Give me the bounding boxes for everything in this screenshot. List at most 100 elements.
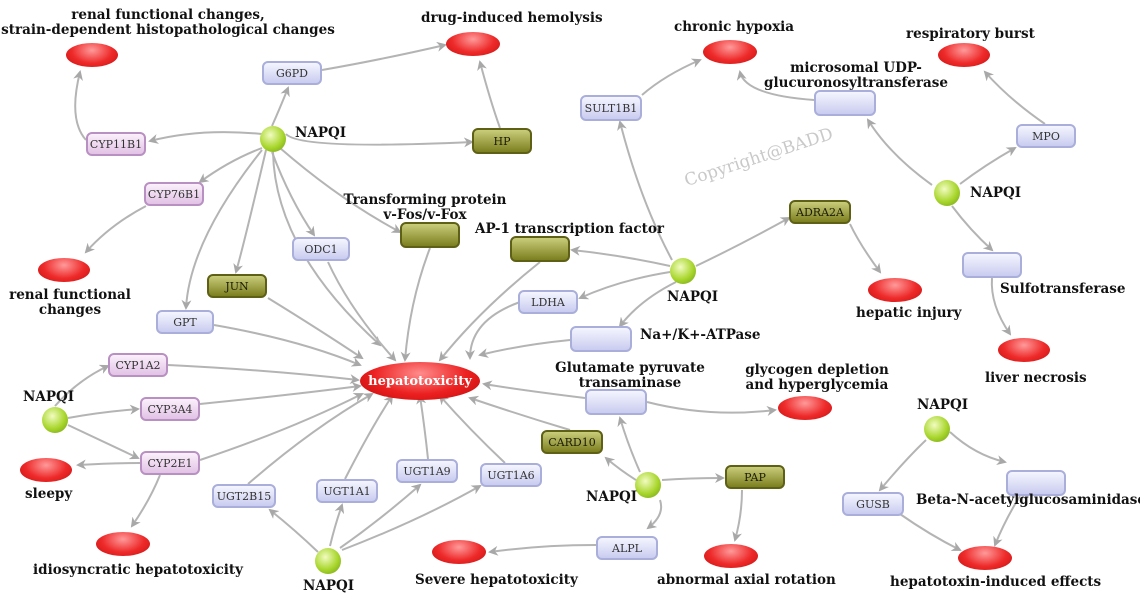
connector-arrow <box>76 459 141 470</box>
label-renal-strain: renal functional changes, strain-depende… <box>1 8 335 38</box>
phenotype-abnormal-axial <box>704 544 758 568</box>
napqi-label-4: NAPQI <box>23 389 75 405</box>
napqi-label-2: NAPQI <box>667 289 719 305</box>
phenotype-sleepy <box>20 458 72 482</box>
label-sulfotransferase: Sulfotransferase <box>1000 281 1126 297</box>
connector-arrow <box>130 474 161 528</box>
phenotype-idiosyncratic <box>96 532 150 556</box>
connector-arrow <box>990 277 1012 336</box>
connector-arrow <box>148 131 263 144</box>
connector-arrow <box>578 271 671 300</box>
napqi-label-6: NAPQI <box>303 578 355 594</box>
connector-arrow <box>329 503 345 547</box>
napqi-label-1: NAPQI <box>295 125 347 141</box>
gene-ugt1a1: UGT1A1 <box>316 479 378 503</box>
gene-cyp2e1: CYP2E1 <box>140 451 200 475</box>
target-hp: HP <box>472 128 532 154</box>
connector-arrow <box>736 70 815 101</box>
hepatotoxicity-node: hepatotoxicity <box>360 362 480 400</box>
gene-na-k-atpase <box>570 326 632 352</box>
label-abnormal-axial: abnormal axial rotation <box>657 572 836 588</box>
connector-arrow <box>468 395 571 431</box>
connector-arrow <box>661 473 725 484</box>
napqi-label-7: NAPQI <box>917 397 969 413</box>
connector-arrow <box>416 394 429 460</box>
connector-arrow <box>949 431 1007 466</box>
napqi-node-7 <box>924 416 950 442</box>
phenotype-hepatotoxin-induced <box>958 546 1012 570</box>
connector-arrow <box>199 382 362 405</box>
label-drug-hemolysis: drug-induced hemolysis <box>421 10 603 26</box>
gene-cyp3a4: CYP3A4 <box>140 397 200 421</box>
label-glutamate-pyruvate: Glutamate pyruvate transaminase <box>555 361 705 391</box>
connector-arrow <box>233 149 267 274</box>
target-v-fos <box>400 222 460 248</box>
connector-arrow <box>341 485 482 551</box>
target-adra2a: ADRA2A <box>789 200 851 224</box>
connector-arrow <box>268 508 319 553</box>
connector-arrow <box>878 439 927 492</box>
gene-g6pd: G6PD <box>262 61 322 85</box>
gene-alpl: ALPL <box>596 536 658 560</box>
label-microsomal-ugt-text: microsomal UDP- glucuronosyltransferase <box>764 60 948 91</box>
connector-arrow <box>247 392 374 485</box>
connector-arrow <box>198 147 263 184</box>
label-microsomal-ugt: microsomal UDP- glucuronosyltransferase <box>764 61 948 91</box>
connector-arrow <box>695 217 791 267</box>
connector-arrow <box>267 297 364 360</box>
connector-arrow <box>181 149 263 310</box>
phenotype-renal-strain <box>66 43 118 67</box>
connector-arrow <box>618 281 677 328</box>
phenotype-renal-changes <box>38 258 90 282</box>
gene-sult1b1: SULT1B1 <box>580 95 642 121</box>
target-card10: CARD10 <box>541 430 603 454</box>
connector-arrow <box>641 58 702 96</box>
gene-gpt: GPT <box>156 310 214 334</box>
label-renal-changes-text: renal functional changes <box>9 287 131 318</box>
connector-arrow <box>271 151 316 237</box>
gene-sulfotransferase <box>962 252 1022 278</box>
label-glutamate-pyruvate-text: Glutamate pyruvate transaminase <box>555 360 705 391</box>
connector-arrow <box>604 456 637 481</box>
gene-ugt2b15: UGT2B15 <box>212 484 276 508</box>
label-renal-changes: renal functional changes <box>9 288 131 318</box>
phenotype-severe <box>432 540 486 564</box>
connector-arrow <box>84 205 147 254</box>
napqi-label-5: NAPQI <box>586 489 638 505</box>
connector-arrow <box>327 261 397 362</box>
connector-arrow <box>54 364 110 407</box>
connector-arrow <box>646 499 663 530</box>
connector-arrow <box>732 489 743 542</box>
target-ap1 <box>510 236 570 262</box>
phenotype-glycogen <box>778 396 832 420</box>
label-severe: Severe hepatotoxicity <box>415 572 578 588</box>
connector-arrow <box>570 245 671 267</box>
connector-arrow <box>344 394 394 480</box>
label-ap1: AP-1 transcription factor <box>475 221 665 237</box>
napqi-node-2 <box>670 258 696 284</box>
connector-arrow <box>849 223 882 274</box>
gene-microsomal-ugt <box>814 90 876 116</box>
label-na-k-atpase: Na+/K+-ATPase <box>640 327 761 343</box>
gene-mpo: MPO <box>1016 124 1076 148</box>
target-pap: PAP <box>725 465 785 489</box>
connector-arrow <box>285 133 474 148</box>
gene-cyp1a2: CYP1A2 <box>108 353 168 377</box>
gene-beta-n-acetyl <box>1006 470 1066 496</box>
connector-arrow <box>271 86 290 127</box>
napqi-node-3 <box>934 180 960 206</box>
label-glycogen: glycogen depletion and hyperglycemia <box>745 363 889 393</box>
connector-arrow <box>617 120 673 261</box>
label-transforming-protein-text: Transforming protein v-Fos/v-Fox <box>343 192 507 223</box>
connector-arrow <box>213 324 362 367</box>
connector-arrow <box>400 247 431 362</box>
gene-glutamate-pyruvate <box>585 389 647 415</box>
gene-gusb: GUSB <box>842 492 904 516</box>
connector-arrow <box>477 60 501 129</box>
phenotype-drug-hemolysis <box>446 32 500 56</box>
connector-arrow <box>438 394 506 464</box>
gene-cyp76b1: CYP76B1 <box>144 182 204 206</box>
connector-arrow <box>866 118 933 186</box>
connector-arrow <box>993 495 1021 547</box>
